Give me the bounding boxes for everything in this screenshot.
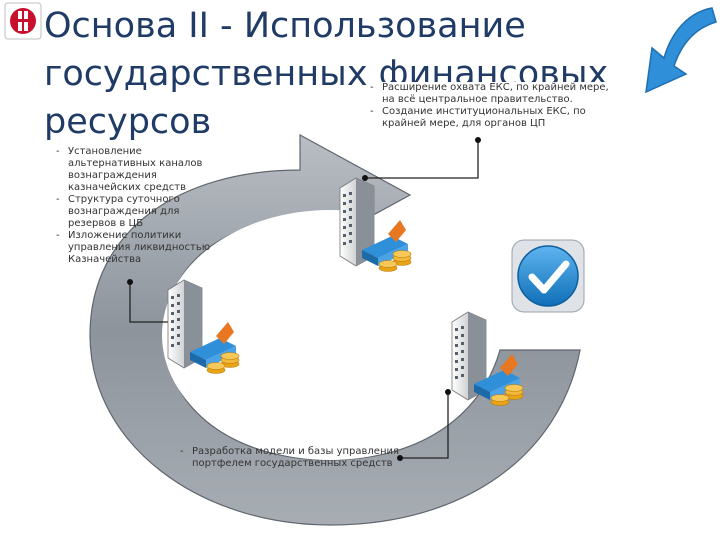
note-bottom: Разработка модели и базы управления порт… — [180, 446, 420, 470]
note-item: Расширение охвата ЕКС, по крайней мере, … — [370, 82, 610, 106]
note-left: Установление альтернативных каналов возн… — [56, 146, 221, 266]
note-top: Расширение охвата ЕКС, по крайней мере, … — [370, 82, 610, 130]
note-item: Структура суточного вознаграждения для р… — [56, 194, 221, 230]
note-item: Создание институциональных ЕКС, по крайн… — [370, 106, 610, 130]
note-item: Изложение политики управления ликвидност… — [56, 230, 221, 266]
logo-icon — [4, 2, 42, 40]
connector-dot — [127, 279, 133, 285]
curved-arrow-icon — [645, 7, 717, 94]
connector-dot — [362, 175, 368, 181]
note-item: Разработка модели и базы управления порт… — [180, 446, 420, 470]
checkmark-icon — [511, 239, 585, 313]
connector-dot — [475, 137, 481, 143]
note-item: Установление альтернативных каналов возн… — [56, 146, 221, 194]
connector-dot — [445, 389, 451, 395]
